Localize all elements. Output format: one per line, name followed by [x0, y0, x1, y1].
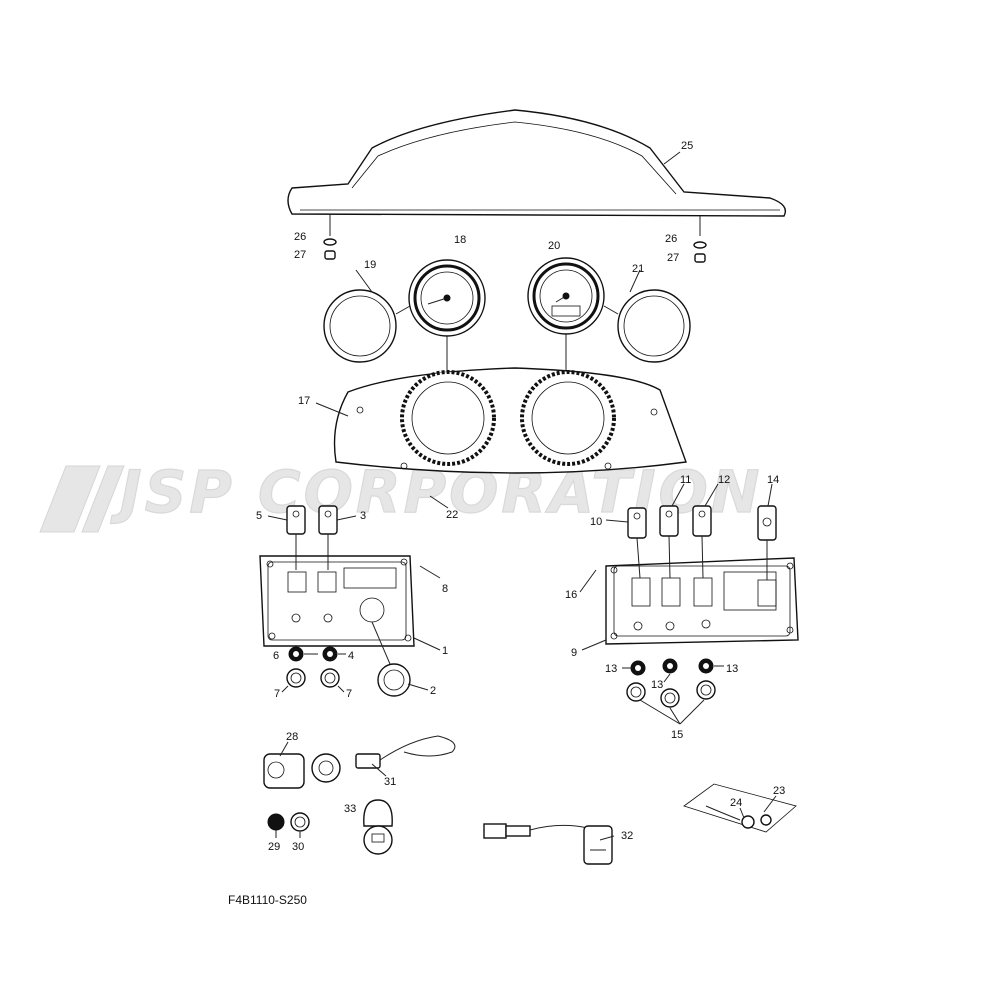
washer-part-26-left	[323, 238, 337, 246]
nut-part-27-right	[694, 253, 706, 263]
indicator-lamp-part-13-c	[698, 658, 714, 674]
callout-26-left: 26	[294, 231, 306, 243]
bezel-ring-part-7-left	[286, 668, 306, 688]
indicator-lamp-part-13-a	[630, 660, 646, 676]
bezel-ring-part-7-right	[320, 668, 340, 688]
dash-panel-part-17	[333, 367, 687, 474]
callout-15: 15	[671, 729, 683, 741]
rocker-switch-part-11	[659, 505, 679, 579]
callout-13-left: 13	[605, 663, 617, 675]
callout-28: 28	[286, 731, 298, 743]
callout-labels: 25 26 27 26 27 18 20 19 21 17 22 5 3 8 1…	[256, 140, 785, 853]
callout-7-right: 7	[346, 688, 352, 700]
nut-part-27-left	[324, 250, 336, 260]
ring-part-30	[290, 812, 310, 832]
indicator-lamp-part-13-b	[662, 658, 678, 674]
callout-26-right: 26	[665, 233, 677, 245]
wire-kit-part-23	[683, 783, 797, 833]
callout-17: 17	[298, 395, 310, 407]
indicator-lamp-part-6	[288, 646, 304, 662]
callout-8: 8	[442, 583, 448, 595]
callout-30: 30	[292, 841, 304, 853]
callout-6: 6	[273, 650, 279, 662]
tachometer-gauge-part-18	[408, 259, 486, 418]
bezel-ring-part-15-b	[660, 688, 680, 708]
bezel-ring-part-15-a	[626, 682, 646, 702]
callout-27-left: 27	[294, 249, 306, 261]
callout-22: 22	[446, 509, 458, 521]
callout-13-right: 13	[726, 663, 738, 675]
callout-25: 25	[681, 140, 693, 152]
callout-19: 19	[364, 259, 376, 271]
key-switch-part-14	[757, 505, 777, 580]
washer-part-26-right	[693, 241, 707, 249]
callout-1: 1	[442, 645, 448, 657]
callout-31: 31	[384, 776, 396, 788]
cable-connector-part-32	[483, 823, 613, 865]
callout-23: 23	[773, 785, 785, 797]
callout-18: 18	[454, 234, 466, 246]
callout-33: 33	[344, 803, 356, 815]
callout-12: 12	[718, 474, 730, 486]
callout-16: 16	[565, 589, 577, 601]
callout-5: 5	[256, 510, 262, 522]
callout-24: 24	[730, 797, 742, 809]
callout-11: 11	[680, 474, 691, 486]
bow-rail-part-25	[287, 109, 787, 236]
callout-29: 29	[268, 841, 280, 853]
rocker-switch-part-12	[692, 505, 712, 579]
callout-7-left: 7	[274, 688, 280, 700]
rocker-switch-part-10	[627, 507, 647, 579]
callout-3: 3	[360, 510, 366, 522]
switch-panel-part-1	[259, 555, 415, 647]
callout-27-right: 27	[667, 252, 679, 264]
switch-panel-part-9	[605, 557, 799, 645]
cap-part-29	[267, 813, 285, 831]
callout-21: 21	[632, 263, 644, 275]
diagram-code: F4B1110-S250	[228, 893, 307, 907]
wire-harness-part-31	[355, 735, 456, 769]
callout-10: 10	[590, 516, 602, 528]
callout-2: 2	[430, 685, 436, 697]
gauge-bezel-part-19	[323, 289, 397, 363]
cap-part-2	[371, 621, 411, 697]
power-socket-part-28	[263, 753, 341, 789]
callout-13-middle: 13	[651, 679, 663, 691]
callout-32: 32	[621, 830, 633, 842]
callout-20: 20	[548, 240, 560, 252]
indicator-lamp-part-4	[322, 646, 338, 662]
callout-14: 14	[767, 474, 779, 486]
callout-9: 9	[571, 647, 577, 659]
usb-socket-part-33	[363, 799, 393, 855]
bezel-ring-part-15-c	[696, 680, 716, 700]
gauge-bezel-part-21	[617, 289, 691, 363]
callout-4: 4	[348, 650, 354, 662]
leader-lines	[267, 151, 777, 841]
